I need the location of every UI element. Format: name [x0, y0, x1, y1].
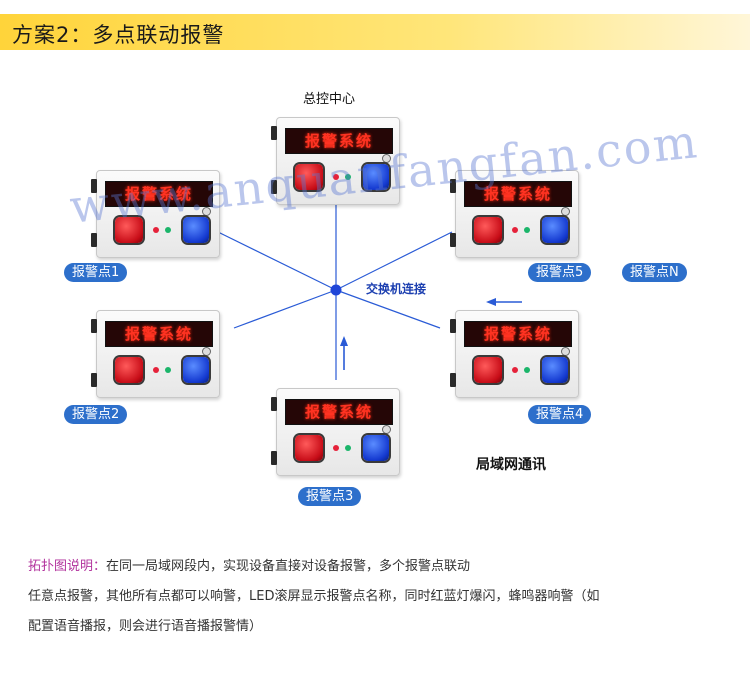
red-alarm-button: [474, 217, 502, 243]
buzzer-icon: [202, 347, 211, 356]
device-point5: 报警系统: [450, 170, 579, 258]
center-label: 总控中心: [303, 92, 356, 107]
network-links: [217, 200, 522, 380]
red-led-icon: [333, 174, 339, 180]
buzzer-icon: [382, 154, 391, 163]
point-badge-1: 报警点1: [64, 263, 128, 282]
blue-alarm-button: [363, 435, 389, 461]
led-screen: 报警系统: [105, 321, 213, 347]
red-alarm-button: [115, 357, 143, 383]
point-badge-5: 报警点5: [528, 263, 592, 282]
led-screen: 报警系统: [285, 399, 393, 425]
device-center: 报警系统: [271, 117, 400, 205]
buzzer-icon: [382, 425, 391, 434]
red-alarm-button: [115, 217, 143, 243]
blue-alarm-button: [183, 357, 209, 383]
caption-line-3: 配置语音播报，则会进行语音播报警情）: [28, 619, 263, 634]
green-led-icon: [165, 227, 171, 233]
led-screen: 报警系统: [105, 181, 213, 207]
point-badge-3: 报警点3: [298, 487, 362, 506]
caption-heading: 拓扑图说明：: [28, 559, 107, 574]
switch-node: [330, 284, 342, 296]
green-led-icon: [345, 445, 351, 451]
green-led-icon: [524, 227, 530, 233]
device-point4: 报警系统: [450, 310, 579, 398]
link-line-point2: [233, 289, 337, 329]
buzzer-icon: [202, 207, 211, 216]
topology-diagram: 总控中心 报警系统 报警系统 报警系统 报警系统: [0, 60, 750, 520]
red-led-icon: [333, 445, 339, 451]
device-point1: 报警系统: [91, 170, 220, 258]
blue-alarm-button: [183, 217, 209, 243]
switch-label: 交换机连接: [366, 282, 427, 296]
red-led-icon: [512, 367, 518, 373]
caption-text-1: 在同一局域网段内，实现设备直接对设备报警，多个报警点联动: [106, 559, 471, 574]
red-alarm-button: [295, 435, 323, 461]
red-alarm-button: [474, 357, 502, 383]
point-badge-2: 报警点2: [64, 405, 128, 424]
red-led-icon: [153, 227, 159, 233]
led-screen: 报警系统: [285, 128, 393, 154]
device-point2: 报警系统: [91, 310, 220, 398]
red-led-icon: [153, 367, 159, 373]
network-label: 局域网通讯: [476, 457, 546, 473]
link-line-point4: [335, 289, 441, 329]
link-line-point5: [335, 231, 453, 291]
title-banner: 方案2：多点联动报警: [0, 14, 750, 50]
green-led-icon: [345, 174, 351, 180]
red-alarm-button: [295, 164, 323, 190]
red-led-icon: [512, 227, 518, 233]
blue-alarm-button: [542, 217, 568, 243]
blue-alarm-button: [542, 357, 568, 383]
green-led-icon: [524, 367, 530, 373]
page-title: 方案2：多点联动报警: [12, 23, 225, 47]
buzzer-icon: [561, 347, 570, 356]
point-badge-4: 报警点4: [528, 405, 592, 424]
caption-line-1: 拓扑图说明：在同一局域网段内，实现设备直接对设备报警，多个报警点联动: [28, 552, 728, 582]
buzzer-icon: [561, 207, 570, 216]
left-arrow-head: [486, 298, 496, 306]
green-led-icon: [165, 367, 171, 373]
link-line-point1: [217, 231, 337, 291]
up-arrow-head: [340, 336, 348, 346]
led-screen: 报警系统: [464, 181, 572, 207]
led-screen: 报警系统: [464, 321, 572, 347]
blue-alarm-button: [363, 164, 389, 190]
point-badge-n: 报警点N: [622, 263, 687, 282]
caption: 拓扑图说明：在同一局域网段内，实现设备直接对设备报警，多个报警点联动 任意点报警…: [28, 552, 728, 642]
caption-line-2: 任意点报警，其他所有点都可以响警，LED滚屏显示报警点名称，同时红蓝灯爆闪，蜂鸣…: [28, 589, 600, 604]
device-point3: 报警系统: [271, 388, 400, 476]
